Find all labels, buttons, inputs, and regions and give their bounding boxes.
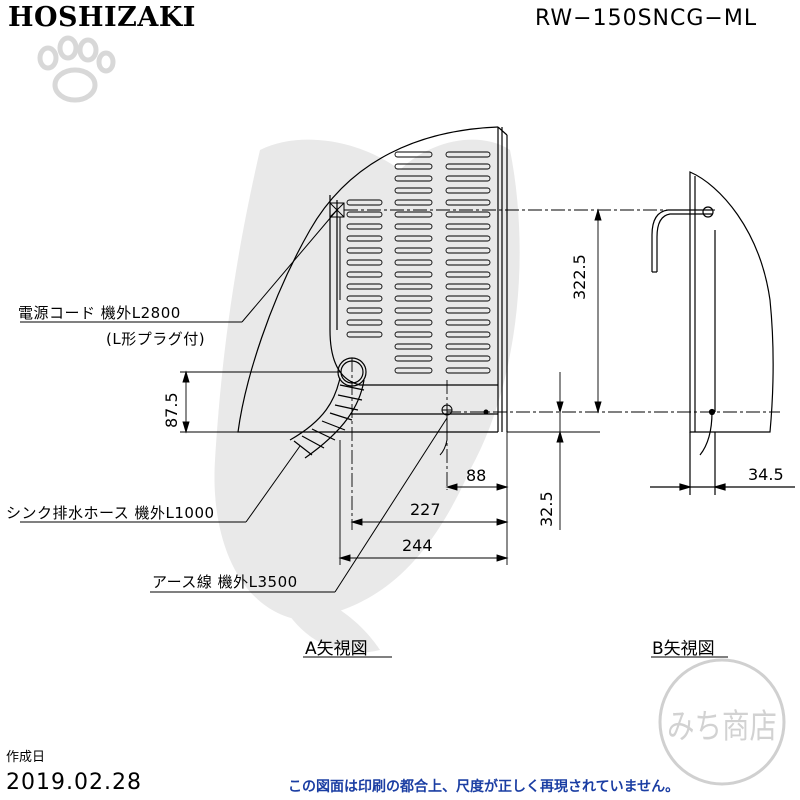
- dim-227: 227: [410, 500, 441, 519]
- vent-slot: [346, 283, 383, 290]
- vent-slot: [445, 211, 491, 218]
- vent-slot: [394, 151, 433, 158]
- vent-slot: [394, 271, 433, 278]
- vent-slot: [394, 319, 433, 326]
- paw-icon: [37, 35, 116, 103]
- dim-87-5: 87.5: [162, 392, 181, 428]
- cat-watermark: [214, 139, 520, 653]
- vent-slot: [346, 259, 383, 266]
- vent-slot: [394, 187, 433, 194]
- vent-slot: [346, 319, 383, 326]
- shop-stamp: [658, 658, 786, 786]
- vent-slot: [346, 211, 383, 218]
- power-cord-sublabel: (L形プラグ付): [106, 330, 206, 348]
- dim-34-5: 34.5: [748, 465, 784, 484]
- drain-hose-label: シンク排水ホース 機外L1000: [6, 504, 215, 522]
- vent-slot: [445, 235, 491, 242]
- vent-slot: [445, 355, 491, 362]
- vent-slot: [445, 259, 491, 266]
- vent-slot: [346, 199, 383, 206]
- vent-slot: [445, 163, 491, 170]
- created-date: 2019.02.28: [6, 770, 142, 795]
- brand-logo: HOSHIZAKI: [8, 2, 196, 33]
- dim-322-5: 322.5: [570, 254, 589, 300]
- vent-slot: [394, 199, 433, 206]
- view-a-label: A矢視図: [305, 639, 368, 659]
- vent-slot: [445, 331, 491, 338]
- vent-slot: [394, 307, 433, 314]
- vent-slot: [394, 223, 433, 230]
- vent-slot: [394, 235, 433, 242]
- vent-slot: [394, 283, 433, 290]
- vent-slot: [394, 163, 433, 170]
- vent-slot: [394, 355, 433, 362]
- vent-slot: [394, 175, 433, 182]
- view-b-label: B矢視図: [652, 639, 715, 659]
- scale-disclaimer: この図面は印刷の都合上、尺度が正しく再現されていません。: [288, 779, 680, 795]
- vent-slot: [445, 283, 491, 290]
- dim-32-5: 32.5: [537, 491, 556, 527]
- vent-slot: [445, 307, 491, 314]
- power-cord-label: 電源コード 機外L2800: [18, 304, 181, 322]
- vent-slot: [346, 247, 383, 254]
- vent-slot: [445, 295, 491, 302]
- dim-88: 88: [466, 466, 487, 485]
- vent-slots: [346, 151, 491, 374]
- model-number: RW−150SNCG−ML: [535, 6, 758, 31]
- vent-slot: [346, 307, 383, 314]
- vent-slot: [445, 151, 491, 158]
- vent-slot: [445, 271, 491, 278]
- vent-slot: [346, 271, 383, 278]
- vent-slot: [394, 295, 433, 302]
- vent-slot: [394, 331, 433, 338]
- vent-slot: [346, 295, 383, 302]
- vent-slot: [394, 211, 433, 218]
- vent-slot: [394, 343, 433, 350]
- vent-slot: [445, 247, 491, 254]
- dim-244: 244: [402, 536, 433, 555]
- vent-slot: [445, 199, 491, 206]
- earth-wire-label: アース線 機外L3500: [152, 573, 298, 591]
- vent-slot: [445, 367, 491, 374]
- vent-slot: [445, 343, 491, 350]
- vent-slot: [346, 235, 383, 242]
- vent-slot: [394, 259, 433, 266]
- vent-slot: [346, 223, 383, 230]
- dimension-lines: [180, 208, 780, 565]
- stamp-text: みち商店: [667, 707, 777, 747]
- callout-leaders: [20, 209, 448, 593]
- vent-slot: [346, 331, 383, 338]
- view-b-drawing: [650, 171, 795, 495]
- vent-slot: [445, 223, 491, 230]
- vent-slot: [445, 187, 491, 194]
- vent-slot: [394, 247, 433, 254]
- created-date-label: 作成日: [6, 750, 46, 765]
- vent-slot: [394, 367, 433, 374]
- vent-slot: [445, 175, 491, 182]
- vent-slot: [445, 319, 491, 326]
